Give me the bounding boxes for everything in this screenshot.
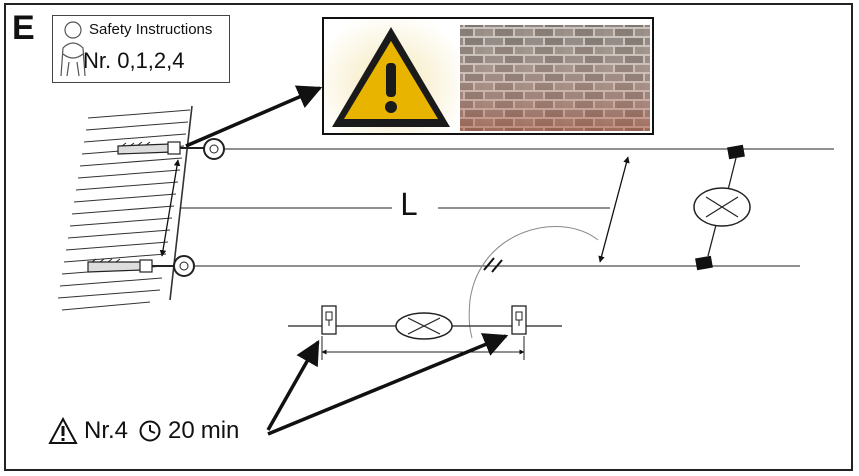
warning-photo-panel bbox=[322, 17, 654, 135]
footnote-unit: min bbox=[200, 417, 240, 444]
person-icon bbox=[60, 21, 86, 77]
step-letter: E bbox=[12, 9, 35, 47]
warning-photo bbox=[324, 19, 650, 133]
safety-instructions-box: Safety Instructions Nr. 0,1,2,4 bbox=[52, 15, 230, 83]
footnote-duration: 20 bbox=[168, 417, 195, 444]
break-mark bbox=[483, 257, 503, 273]
wall-hatching bbox=[57, 105, 193, 311]
cable-clamp-icon bbox=[321, 305, 337, 335]
detail-leader-arc bbox=[468, 226, 599, 339]
safety-reference: Nr. 0,1,2,4 bbox=[83, 48, 185, 73]
footnote: Nr.4 20 min bbox=[48, 417, 239, 445]
clock-icon bbox=[139, 420, 161, 442]
wire-spacing-arrow bbox=[598, 156, 630, 263]
warning-triangle-icon bbox=[332, 27, 450, 127]
warning-triangle-icon bbox=[48, 417, 78, 444]
wall-anchor-icon bbox=[87, 258, 153, 273]
leader-arrow bbox=[185, 85, 323, 148]
cable-clamp-icon bbox=[511, 305, 527, 335]
length-label: L bbox=[400, 188, 417, 223]
lamp-icon bbox=[395, 312, 453, 340]
wall-anchor-icon bbox=[117, 141, 181, 155]
lamp-icon bbox=[693, 144, 751, 271]
leader-arrow bbox=[266, 339, 320, 431]
safety-title: Safety Instructions bbox=[89, 21, 213, 38]
footnote-ref: Nr.4 bbox=[84, 417, 129, 444]
spacing-arrow bbox=[159, 159, 181, 257]
brick-wall-image bbox=[460, 25, 650, 131]
leader-arrow bbox=[267, 333, 509, 436]
